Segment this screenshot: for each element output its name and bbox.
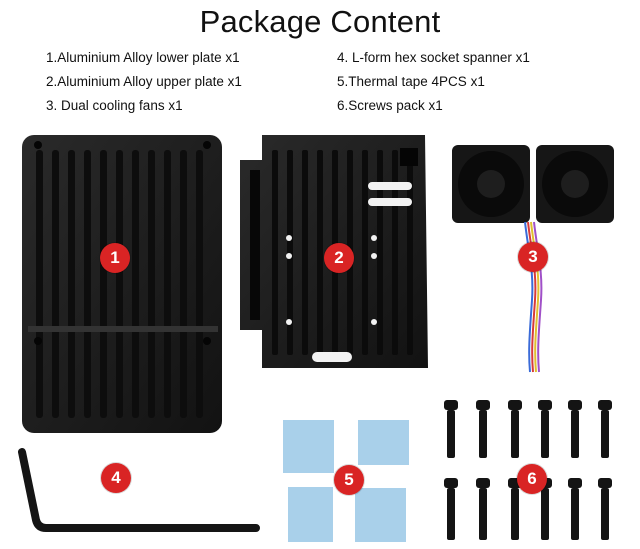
- badge-2: 2: [324, 243, 354, 273]
- item-upper-plate: 2.Aluminium Alloy upper plate x1: [46, 74, 242, 89]
- thermal-tape-image: [283, 420, 409, 542]
- item-screws-pack: 6.Screws pack x1: [337, 98, 443, 113]
- contents-list-right: 4. L-form hex socket spanner x1 5.Therma…: [337, 46, 530, 118]
- page-title: Package Content: [199, 4, 441, 39]
- item-cooling-fans: 3. Dual cooling fans x1: [46, 98, 183, 113]
- lower-plate-image: [22, 135, 222, 433]
- item-lower-plate: 1.Aluminium Alloy lower plate x1: [46, 50, 240, 65]
- contents-list-left: 1.Aluminium Alloy lower plate x1 2.Alumi…: [46, 46, 242, 118]
- item-thermal-tape: 5.Thermal tape 4PCS x1: [337, 74, 485, 89]
- badge-6: 6: [517, 464, 547, 494]
- badge-3: 3: [518, 242, 548, 272]
- badge-4: 4: [101, 463, 131, 493]
- item-hex-spanner: 4. L-form hex socket spanner x1: [337, 50, 530, 65]
- badge-1: 1: [100, 243, 130, 273]
- hex-spanner-image: [18, 448, 260, 532]
- screws-image: [444, 400, 612, 540]
- badge-5: 5: [334, 465, 364, 495]
